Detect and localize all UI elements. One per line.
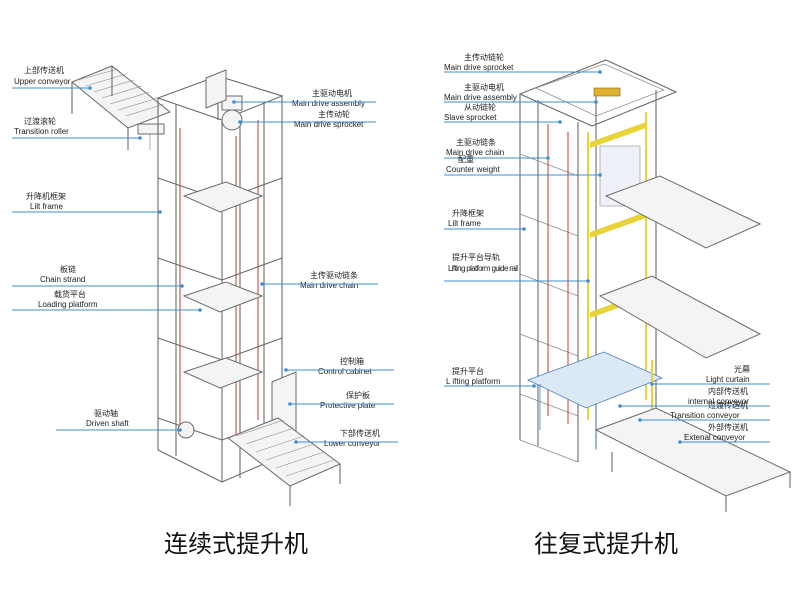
callout-main-drive-chain-right: 主驱动链条 Main drive chain (444, 137, 550, 160)
label-en: Light curtain (706, 375, 750, 384)
label-cn: 主传驱动链条 (310, 270, 358, 280)
callout-chain-strand: 板链 Chain strand (12, 264, 184, 288)
callout-lower-conveyor: 下部传送机 Lower conveyor (294, 428, 398, 448)
label-cn: 上部传送机 (24, 65, 64, 75)
right-caption: 往复式提升机 (534, 530, 678, 558)
label-en: Main drive assembly (444, 93, 517, 102)
transition-roller-graphic (137, 123, 165, 150)
label-cn: 过渡滚轮 (24, 116, 56, 126)
label-en: Transition conveyor (670, 411, 740, 420)
label-en: Main drive chain (300, 281, 358, 290)
callout-main-drive-chain: 主传驱动链条 Main drive chain (260, 270, 378, 290)
label-cn: 主驱动链条 (456, 137, 496, 147)
label-cn: 外部传送机 (708, 422, 748, 432)
label-cn: 主驱动电机 (312, 88, 352, 98)
label-en: Upper conveyor (14, 77, 71, 86)
callout-protective-plate: 保护板 Protective plate (288, 390, 394, 410)
callout-counter-weight: 配重 Counter weight (444, 154, 602, 177)
label-cn: 提升平台导轨 (452, 252, 500, 262)
label-cn: 升降框架 (452, 208, 484, 218)
callout-main-drive-sprocket: 主传动轮 Main drive sprocket (238, 109, 376, 129)
label-en: Protective plate (320, 401, 376, 410)
lower-conveyor-graphic (227, 417, 341, 506)
label-en: Lifting platform guide rail (448, 264, 518, 273)
callout-transition-roller: 过渡滚轮 Transition roller (12, 116, 142, 140)
label-en: Counter weight (446, 165, 501, 174)
label-en: Transition roller (14, 127, 69, 136)
label-en: Lilt frame (448, 219, 481, 228)
label-cn: 升降机框架 (26, 191, 66, 201)
label-en: Lower conveyor (324, 439, 381, 448)
label-en: Slave sprocket (444, 113, 497, 122)
label-cn: 从动链轮 (464, 102, 496, 112)
label-en: Lilt frame (30, 202, 63, 211)
label-en: Chain strand (40, 275, 85, 284)
callout-transition-conveyor: 过渡传送机 Transition conveyor (638, 400, 770, 422)
label-cn: 控制箱 (340, 356, 364, 366)
label-cn: 光幕 (734, 364, 750, 374)
label-cn: 内部传送机 (708, 386, 748, 396)
callout-driven-shaft: 驱动轴 Driven shaft (56, 408, 182, 432)
label-cn: 保护板 (346, 390, 370, 400)
callout-lilt-frame-right: 升降框架 Lilt frame (444, 208, 526, 231)
label-en: Main drive assembly (292, 99, 365, 108)
continuous-lift-illustration (71, 65, 341, 506)
label-cn: 主传动链轮 (464, 52, 504, 62)
label-en: Driven shaft (86, 419, 129, 428)
reciprocating-lift-illustration (518, 59, 792, 512)
label-en: internal conveyor (688, 397, 749, 406)
left-lift-frame-graphic (156, 69, 297, 483)
callout-loading-platform: 载货平台 Loading platform (12, 289, 202, 312)
label-en: Main drive sprocket (444, 63, 514, 72)
label-cn: 过渡传送机 (708, 400, 748, 410)
label-en: Loading platform (38, 300, 98, 309)
callout-upper-conveyor: 上部传送机 Upper conveyor (12, 65, 92, 90)
label-cn: 载货平台 (54, 289, 86, 299)
label-cn: 提升平台 (452, 366, 484, 376)
upper-conveyor-graphic (71, 65, 171, 150)
label-en: L ifting platform (446, 377, 501, 386)
left-callouts: 上部传送机 Upper conveyor 过渡滚轮 Transition rol… (12, 65, 398, 448)
label-en: Main drive chain (446, 148, 504, 157)
callout-lilt-frame: 升降机框架 Lilt frame (12, 191, 162, 214)
callout-external-conveyor: 外部传送机 Extenal conveyor (678, 422, 770, 444)
callout-lifting-platform-guide-rail: 提升平台导轨 Lifting platform guide rail (444, 252, 590, 283)
callout-main-drive-sprocket-right: 主传动链轮 Main drive sprocket (444, 52, 602, 74)
callout-lifting-platform: 提升平台 L ifting platform (444, 366, 536, 388)
right-callouts: 主传动链轮 Main drive sprocket 主驱动电机 Main dri… (444, 52, 770, 444)
callout-light-curtain: 光幕 Light curtain (650, 364, 770, 386)
label-cn: 主传动轮 (318, 109, 350, 119)
callout-main-drive-assembly-right: 主驱动电机 Main drive assembly (444, 82, 598, 104)
label-cn: 板链 (60, 264, 76, 274)
label-cn: 配重 (458, 154, 474, 164)
label-cn: 主驱动电机 (464, 82, 504, 92)
callout-main-drive-assembly: 主驱动电机 Main drive assembly (232, 88, 376, 108)
label-cn: 下部传送机 (340, 428, 380, 438)
callout-slave-sprocket: 从动链轮 Slave sprocket (444, 102, 562, 124)
label-en: Extenal conveyor (684, 433, 746, 442)
callout-control-cabinet: 控制箱 Control cabinet (284, 356, 394, 376)
label-en: Control cabinet (318, 367, 373, 376)
callout-internal-conveyor: 内部传送机 internal conveyor (618, 386, 770, 408)
label-en: Main drive sprocket (294, 120, 364, 129)
label-cn: 驱动轴 (94, 408, 118, 418)
left-caption: 连续式提升机 (164, 530, 308, 558)
